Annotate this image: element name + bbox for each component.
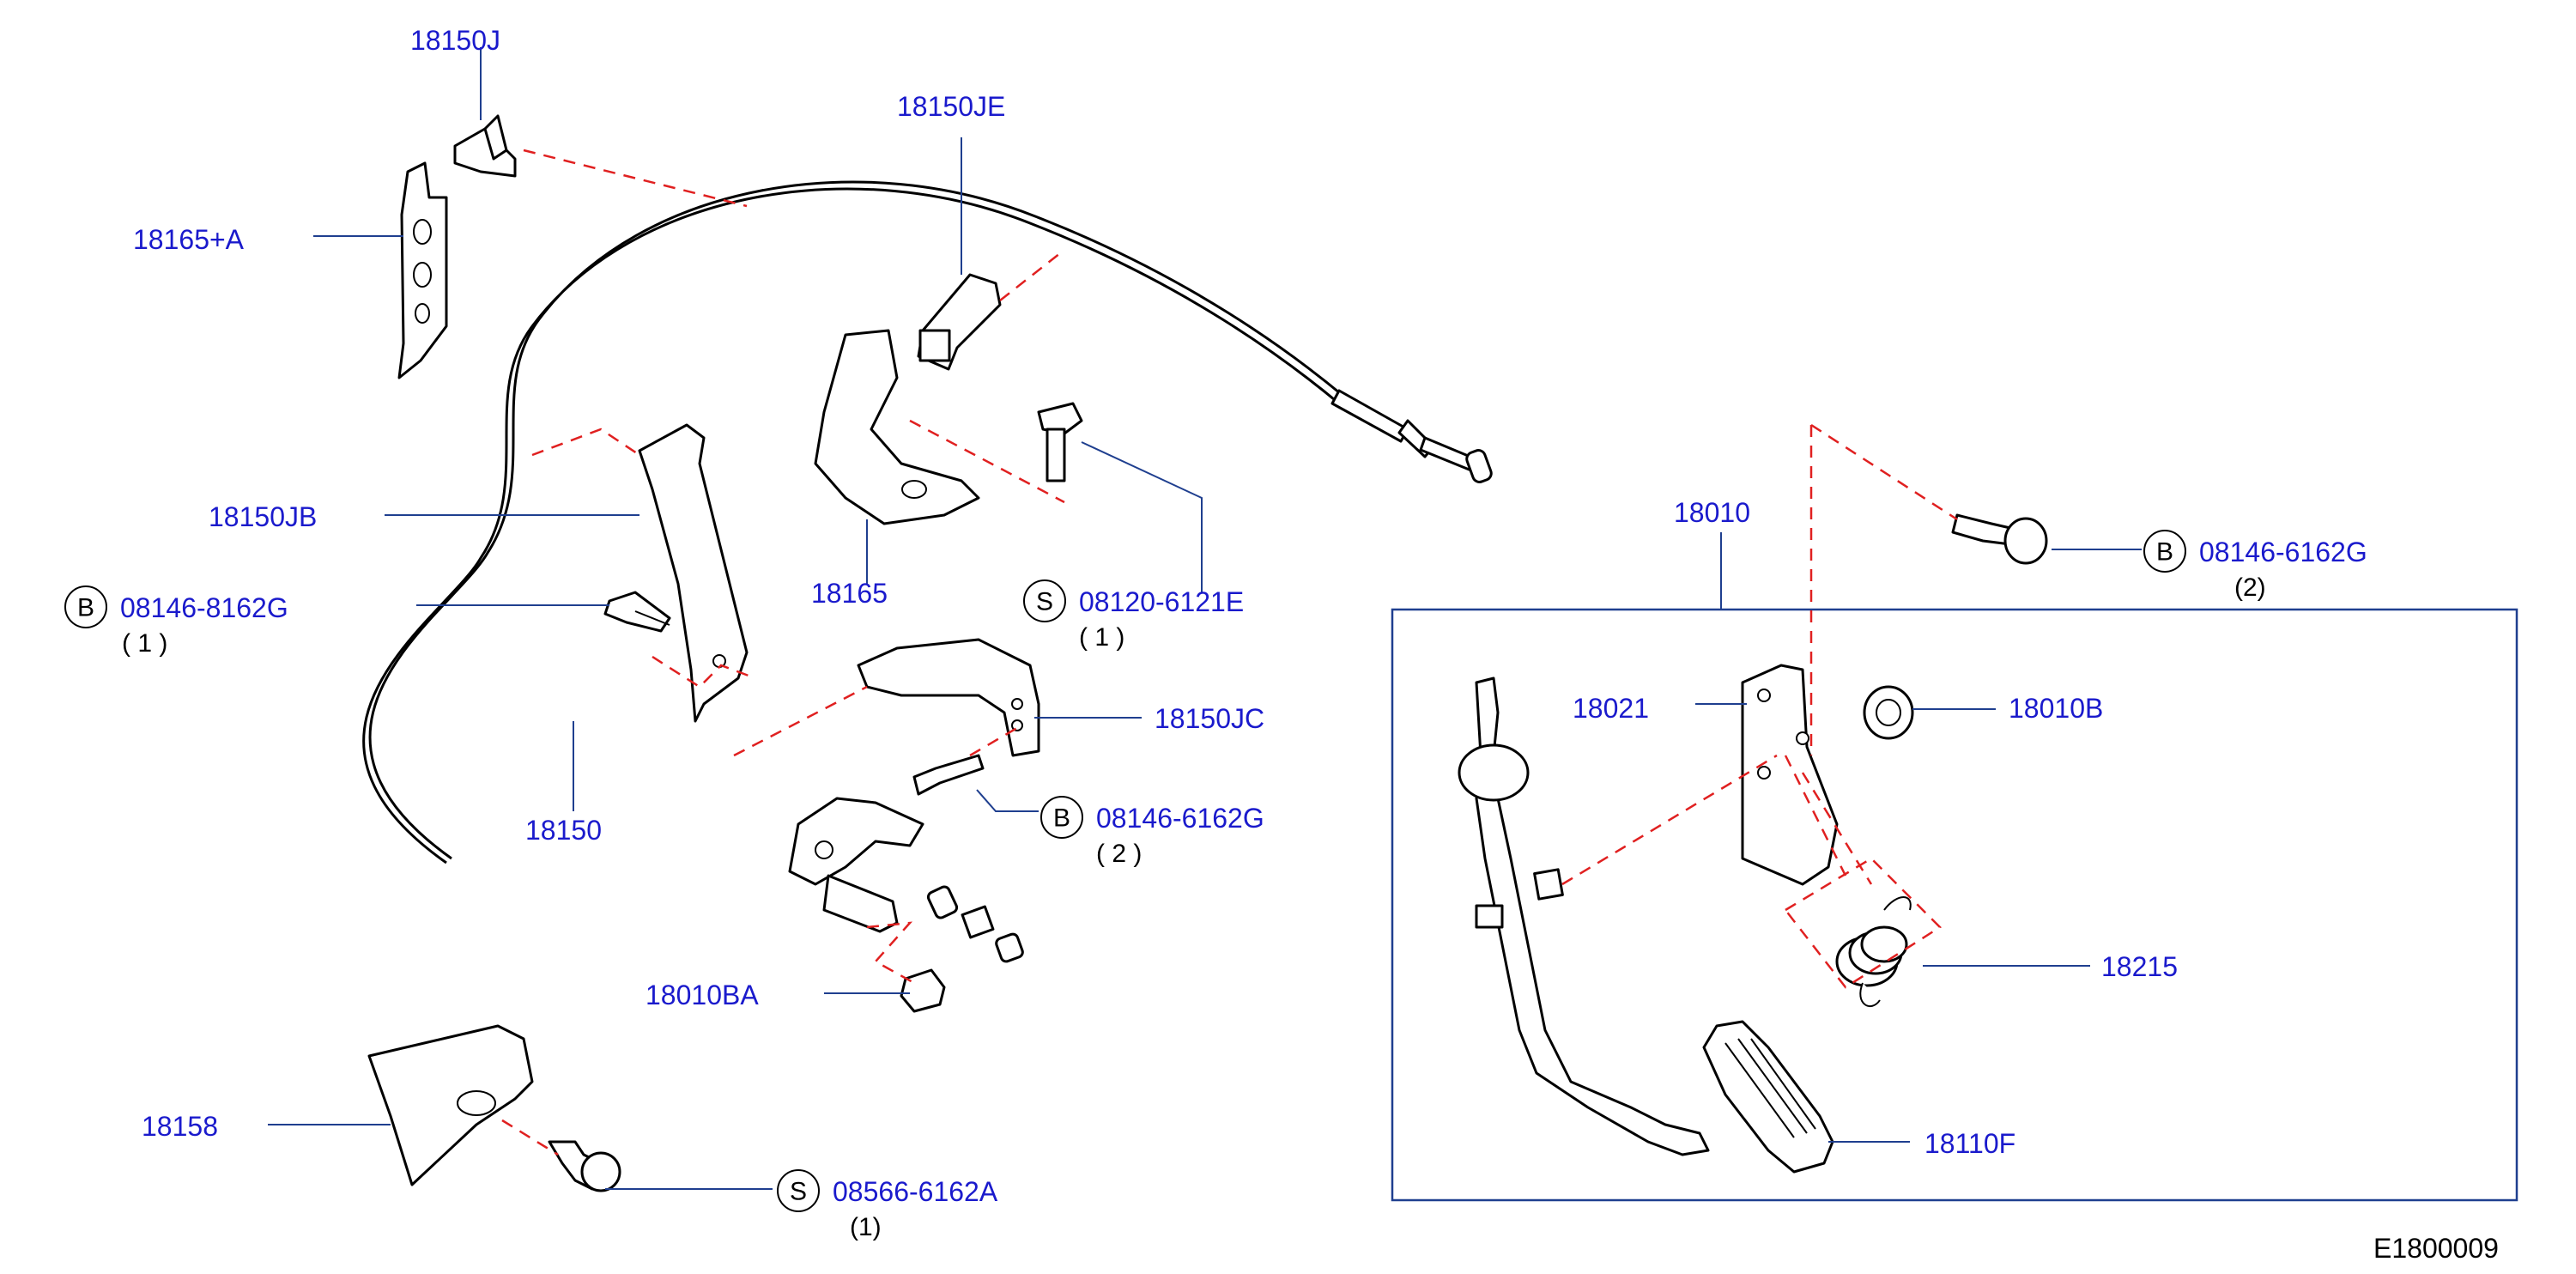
bracket-18165 <box>814 329 980 525</box>
spring-18215 <box>1835 896 1912 1008</box>
pivot-lever <box>788 797 1024 963</box>
fastener-qty: ( 1 ) <box>122 629 167 658</box>
bolt-08146-6162G-right <box>1951 513 2048 565</box>
bracket-18150JC <box>857 638 1040 757</box>
fastener-code: 08120-6121E <box>1079 586 1244 617</box>
bracket-18150JB <box>638 423 749 723</box>
label-18150JC: 18150JC <box>1155 703 1264 734</box>
label-18010BA: 18010BA <box>646 980 759 1010</box>
pedal-pad-18110F <box>1702 1020 1834 1174</box>
leader-lines <box>268 47 2142 1190</box>
fastener-code: 08146-6162G <box>1096 803 1264 834</box>
bolt-08120-6121E <box>1037 402 1083 482</box>
bolt-08146-8162G <box>603 591 671 633</box>
clip-18150JE <box>917 273 1002 371</box>
label-18021: 18021 <box>1573 693 1649 724</box>
fastener-type-b: B <box>1053 804 1070 833</box>
label-18165A: 18165+A <box>133 224 245 255</box>
callout-s-08566-6162A: S 08566-6162A (1) <box>777 1169 998 1241</box>
fastener-type-b: B <box>2156 538 2173 567</box>
clip-18010B <box>1863 685 1914 740</box>
fastener-type-s: S <box>1036 588 1053 616</box>
fastener-qty: ( 1 ) <box>1079 623 1124 652</box>
label-18110F: 18110F <box>1924 1128 2015 1159</box>
fastener-qty: (1) <box>850 1213 882 1241</box>
nut-18010BA <box>900 968 946 1013</box>
clip-18150J <box>453 114 517 178</box>
bracket-18021 <box>1741 664 1839 886</box>
label-18158: 18158 <box>142 1111 218 1142</box>
label-18010B: 18010B <box>2009 693 2103 724</box>
label-18165: 18165 <box>811 578 888 609</box>
callout-b-08146-6162G-right: B 08146-6162G (2) <box>2143 530 2367 602</box>
label-18150: 18150 <box>525 815 602 846</box>
label-18150J: 18150J <box>410 25 500 56</box>
fastener-code: 08566-6162A <box>833 1176 998 1207</box>
diagram-reference: E1800009 <box>2373 1233 2499 1264</box>
callout-s-08120-6121E: S 08120-6121E ( 1 ) <box>1023 579 1244 652</box>
fastener-qty: ( 2 ) <box>1096 840 1142 868</box>
label-18150JB: 18150JB <box>209 501 317 532</box>
callout-b-08146-8162G: B 08146-8162G ( 1 ) <box>64 585 288 658</box>
fastener-qty: (2) <box>2234 573 2266 602</box>
fastener-code: 08146-6162G <box>2199 537 2367 567</box>
stopper-18158 <box>367 1024 621 1192</box>
label-18010: 18010 <box>1674 497 1750 528</box>
fastener-code: 08146-8162G <box>120 592 288 623</box>
label-18150JE: 18150JE <box>897 91 1005 122</box>
bracket-18165A <box>397 161 448 379</box>
callout-b-08146-6162G-left: B 08146-6162G ( 2 ) <box>1040 796 1264 868</box>
pedal-arm <box>1458 676 1710 1156</box>
fastener-type-s: S <box>790 1178 807 1206</box>
bolt-08146-6162G-left <box>912 754 985 796</box>
assembly-box-18010 <box>1391 608 2518 1202</box>
assembly-lines <box>501 149 1958 1156</box>
label-18215: 18215 <box>2101 951 2178 982</box>
fastener-type-b: B <box>77 594 94 622</box>
throttle-cable-18150 <box>362 180 1493 864</box>
